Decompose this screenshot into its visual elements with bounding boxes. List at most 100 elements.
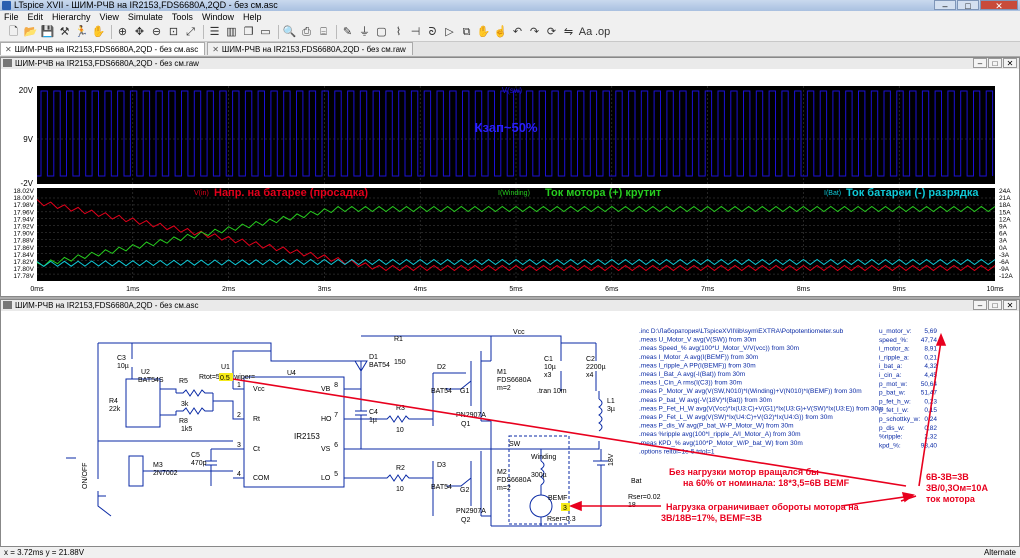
ground-icon[interactable]: ⏚ xyxy=(359,25,370,38)
value-d1[interactable]: BAT54 xyxy=(369,362,390,369)
directive-line[interactable]: .meas P_Motor_W avg(V(SW,N010)*I(Winding… xyxy=(639,388,862,395)
trace-label-winding[interactable]: I(Winding) xyxy=(498,190,530,197)
cascade-icon[interactable]: ❐ xyxy=(243,25,254,38)
text-icon[interactable]: Aa xyxy=(578,25,593,38)
tile-horizontal-icon[interactable]: ☰ xyxy=(209,25,220,38)
directive-line[interactable]: .meas U_Motor_V avg(V(SW)) from 30m xyxy=(639,337,756,344)
waveform-plot[interactable]: V(sw) 20V 9V -2V Кзап~50% V(in) I(Windin… xyxy=(1,69,1019,296)
menu-tools[interactable]: Tools xyxy=(171,12,193,22)
mdi-close-button[interactable]: ✕ xyxy=(1003,58,1017,68)
label-bemf[interactable]: BEMF xyxy=(548,495,567,502)
label-g2[interactable]: G2 xyxy=(460,487,469,494)
tran-directive[interactable]: .tran 10m xyxy=(537,388,567,395)
directive-line[interactable]: .meas P_Fet_L_W avg(V(SW)*Ix(U4:C)+V(G2)… xyxy=(639,414,833,421)
close-window-icon[interactable]: ▭ xyxy=(260,25,271,38)
label-r4[interactable]: R4 xyxy=(109,398,118,405)
autorange-icon[interactable]: ⤢ xyxy=(186,25,195,38)
mult-c2[interactable]: x4 xyxy=(586,372,594,379)
value-c5[interactable]: 470p xyxy=(191,460,207,467)
tile-vertical-icon[interactable]: ▥ xyxy=(226,25,237,38)
menu-file[interactable]: File xyxy=(4,12,19,22)
trace-winding[interactable] xyxy=(36,205,996,267)
print-preview-icon[interactable]: ⌸ xyxy=(320,25,327,38)
value-d2[interactable]: BAT54 xyxy=(431,388,452,395)
value-r5[interactable]: 3k xyxy=(181,401,189,408)
trace-label-bat[interactable]: I(Bat) xyxy=(824,190,841,197)
label-r8[interactable]: R8 xyxy=(179,418,188,425)
label-q1[interactable]: Q1 xyxy=(461,421,470,428)
directive-line[interactable]: .meas КPD_% avg(100*P_Motor_W/P_bat_W) f… xyxy=(639,440,803,447)
wire-icon[interactable]: ✎ xyxy=(342,25,353,38)
net-vcc[interactable]: Vcc xyxy=(513,329,525,336)
label-u2[interactable]: U2 xyxy=(141,369,150,376)
directive-line[interactable]: .meas P_Fet_H_W avg(V(Vcc)*Ix(U3:C)+V(G1… xyxy=(639,405,884,412)
label-onoff[interactable]: ON/OFF xyxy=(82,463,89,489)
close-button[interactable]: ✕ xyxy=(980,0,1018,11)
save-icon[interactable]: 💾 xyxy=(40,25,55,38)
trace-label-vin[interactable]: V(in) xyxy=(194,190,209,197)
value-r8[interactable]: 1k5 xyxy=(181,426,192,433)
value-r1[interactable]: 150 xyxy=(394,359,406,366)
label-u1[interactable]: U1 xyxy=(221,364,230,371)
directive-line[interactable]: .meas %ripple avg(100*I_ripple_A/I_Motor… xyxy=(639,431,801,438)
mdi-maximize-button[interactable]: □ xyxy=(988,300,1002,310)
value-u2[interactable]: BAT54S xyxy=(138,377,164,384)
mdi-maximize-button[interactable]: □ xyxy=(988,58,1002,68)
diode-icon[interactable]: ▷ xyxy=(445,25,454,38)
directive-line[interactable]: .meas P_dis_W avg(P_bat_W-P_Motor_W) fro… xyxy=(639,423,794,430)
label-g1[interactable]: G1 xyxy=(460,388,469,395)
value-c2[interactable]: 2200µ xyxy=(586,364,606,371)
zoom-in-icon[interactable]: ⊕ xyxy=(117,25,128,38)
label-bat[interactable]: Bat xyxy=(631,478,642,485)
menu-help[interactable]: Help xyxy=(242,12,262,22)
value-m3[interactable]: 2N7002 xyxy=(153,470,178,477)
mult-m2[interactable]: m=2 xyxy=(497,485,511,492)
value-r3[interactable]: 10 xyxy=(396,427,404,434)
value-m1[interactable]: FDS6680A xyxy=(497,377,532,384)
control-panel-icon[interactable]: ⚒ xyxy=(59,25,70,38)
menu-hierarchy[interactable]: Hierarchy xyxy=(52,12,91,22)
tab-schematic[interactable]: ✕ШИМ-РЧВ на IR2153,FDS6680A,2QD - без см… xyxy=(0,42,206,55)
spice-directives[interactable]: .inc D:\Лаборатория\LTspiceXVII\lib\sym\… xyxy=(639,327,884,455)
schematic-wires[interactable] xyxy=(66,335,609,527)
label-d2[interactable]: D2 xyxy=(437,364,446,371)
tab-close-icon[interactable]: ✕ xyxy=(5,45,12,54)
menu-edit[interactable]: Edit xyxy=(27,12,44,22)
menu-window[interactable]: Window xyxy=(201,12,234,22)
label-q2[interactable]: Q2 xyxy=(461,517,470,524)
value-r2[interactable]: 10 xyxy=(396,486,404,493)
label-net-icon[interactable]: ▢ xyxy=(376,25,387,38)
label-m3[interactable]: M3 xyxy=(153,462,163,469)
label-r2[interactable]: R2 xyxy=(396,465,405,472)
wiper-value[interactable]: 0.5 xyxy=(220,375,230,382)
label-l1[interactable]: L1 xyxy=(607,398,615,405)
directive-line[interactable]: .meas I_Bat_A avg(-I(Bat)) from 30m xyxy=(639,371,745,378)
top-trace-label[interactable]: V(sw) xyxy=(502,86,523,95)
tab-close-icon[interactable]: ✕ xyxy=(212,45,219,54)
pan-icon[interactable]: ✥ xyxy=(134,25,145,38)
minimize-button[interactable]: – xyxy=(934,0,956,11)
net-sw[interactable]: SW xyxy=(509,441,521,448)
drag-icon[interactable]: ☝ xyxy=(493,25,508,38)
value-c3[interactable]: 10µ xyxy=(117,363,129,370)
halt-icon[interactable]: ✋ xyxy=(91,25,106,38)
label-c5[interactable]: C5 xyxy=(191,452,200,459)
value-bemf[interactable]: 3 xyxy=(563,505,567,512)
new-schematic-icon[interactable]: 🗋 xyxy=(9,25,18,38)
value-winding[interactable]: 300µ xyxy=(531,472,547,479)
value-q1[interactable]: PN2907A xyxy=(456,412,486,419)
rser-bemf[interactable]: Rser=0.3 xyxy=(547,516,576,523)
value-d3[interactable]: BAT54 xyxy=(431,484,452,491)
trace-vin[interactable] xyxy=(36,199,996,272)
move-icon[interactable]: ✋ xyxy=(476,25,491,38)
schematic-canvas[interactable]: C3 10µ U2 BAT54S R4 22k R5 3k R8 1k5 Rto… xyxy=(1,311,1019,546)
trace-bat[interactable] xyxy=(36,258,996,268)
ic-ir2153[interactable]: IR2153 xyxy=(294,432,320,441)
value-c1[interactable]: 10µ xyxy=(544,364,556,371)
menu-simulate[interactable]: Simulate xyxy=(127,12,163,22)
mdi-close-button[interactable]: ✕ xyxy=(1003,300,1017,310)
capacitor-icon[interactable]: ⊣ xyxy=(410,25,421,38)
label-c3[interactable]: C3 xyxy=(117,355,126,362)
directive-line[interactable]: .meas Speed_% avg(100*U_Motor_V/V(vcc)) … xyxy=(639,345,799,352)
label-u4[interactable]: U4 xyxy=(287,370,296,377)
